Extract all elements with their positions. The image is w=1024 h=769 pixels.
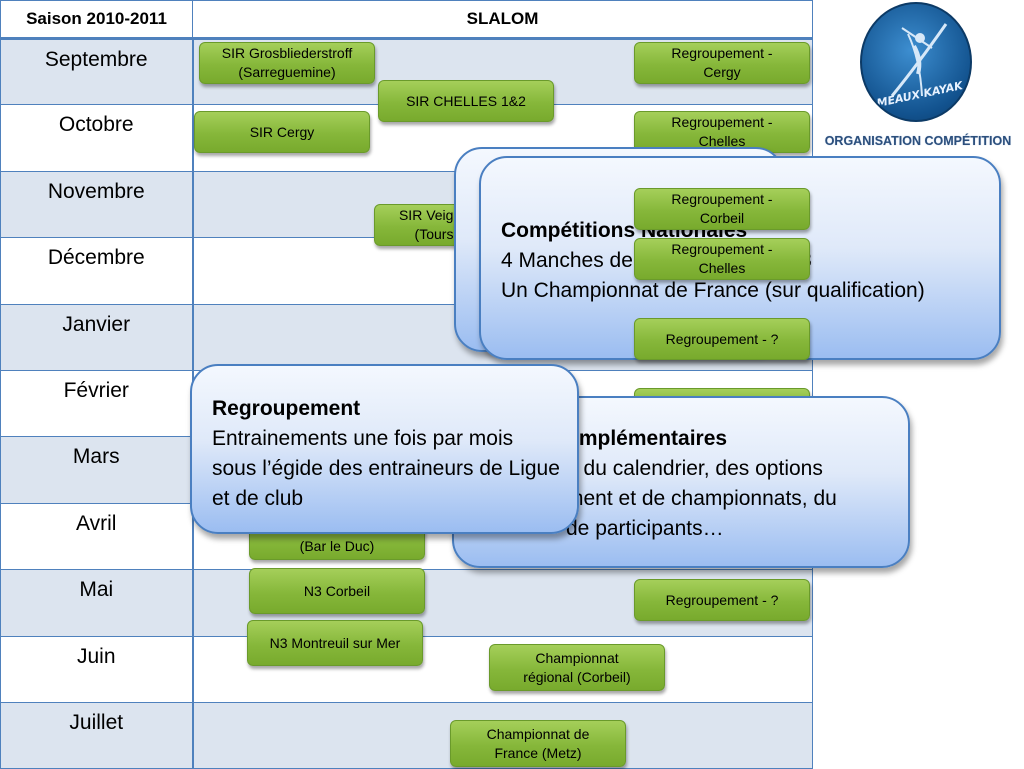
regroupement-title: Regroupement bbox=[212, 397, 361, 420]
nationales-line1: 4 Manches de bbox=[501, 249, 633, 272]
event-regroupement-janvier[interactable]: Regroupement - ? bbox=[634, 318, 810, 360]
event-sir-chelles[interactable]: SIR CHELLES 1&2 bbox=[378, 80, 554, 122]
meaux-kayak-logo: MEAUX KAYAK bbox=[860, 2, 972, 122]
event-regroupement-corbeil[interactable]: Regroupement - Corbeil bbox=[634, 188, 810, 230]
organisation-competition-label: ORGANISATION COMPÉTITION bbox=[824, 134, 1012, 148]
month-avril: Avril bbox=[0, 502, 194, 571]
month-novembre: Novembre bbox=[0, 170, 194, 239]
month-juillet: Juillet bbox=[0, 701, 194, 769]
event-regroupement-chelles-oct[interactable]: Regroupement - Chelles bbox=[634, 111, 810, 153]
event-sir-cergy[interactable]: SIR Cergy bbox=[194, 111, 370, 153]
discipline-header: SLALOM bbox=[192, 0, 813, 40]
regroupement-text: Entrainements une fois par mois sous l’é… bbox=[212, 427, 560, 510]
month-mars: Mars bbox=[0, 436, 194, 504]
month-janvier: Janvier bbox=[0, 303, 194, 371]
event-sir-grosbliederstroff[interactable]: SIR Grosbliederstroff (Sarreguemine) bbox=[199, 42, 375, 84]
event-regroupement-cergy[interactable]: Regroupement - Cergy bbox=[634, 42, 810, 84]
kayaker-icon bbox=[890, 23, 948, 97]
regroupement-panel: Regroupement Entrainements une fois par … bbox=[190, 364, 579, 534]
complementaires-title: omplémentaires bbox=[566, 427, 728, 450]
event-regroupement-chelles-dec[interactable]: Regroupement - Chelles bbox=[634, 238, 810, 280]
month-octobre: Octobre bbox=[0, 104, 194, 172]
month-juin: Juin bbox=[0, 635, 194, 703]
event-n3-corbeil[interactable]: N3 Corbeil bbox=[249, 568, 425, 614]
month-mai: Mai bbox=[0, 569, 194, 637]
complementaires-line2: ment et de championnats, du bbox=[566, 487, 837, 510]
event-regroupement-mai[interactable]: Regroupement - ? bbox=[634, 579, 810, 621]
event-championnat-france[interactable]: Championnat de France (Metz) bbox=[450, 720, 626, 767]
nationales-line2: Un Championnat de France (sur qualificat… bbox=[501, 279, 925, 302]
month-septembre: Septembre bbox=[0, 37, 194, 106]
complementaires-line3: de participants… bbox=[566, 517, 724, 540]
complementaires-line1: n du calendrier, des options bbox=[566, 457, 823, 480]
season-header: Saison 2010-2011 bbox=[0, 0, 193, 40]
event-n3-montreuil[interactable]: N3 Montreuil sur Mer bbox=[247, 620, 423, 666]
month-fevrier: Février bbox=[0, 369, 194, 438]
month-row-cell bbox=[192, 701, 813, 769]
month-decembre: Décembre bbox=[0, 237, 194, 305]
event-championnat-regional[interactable]: Championnat régional (Corbeil) bbox=[489, 644, 665, 691]
